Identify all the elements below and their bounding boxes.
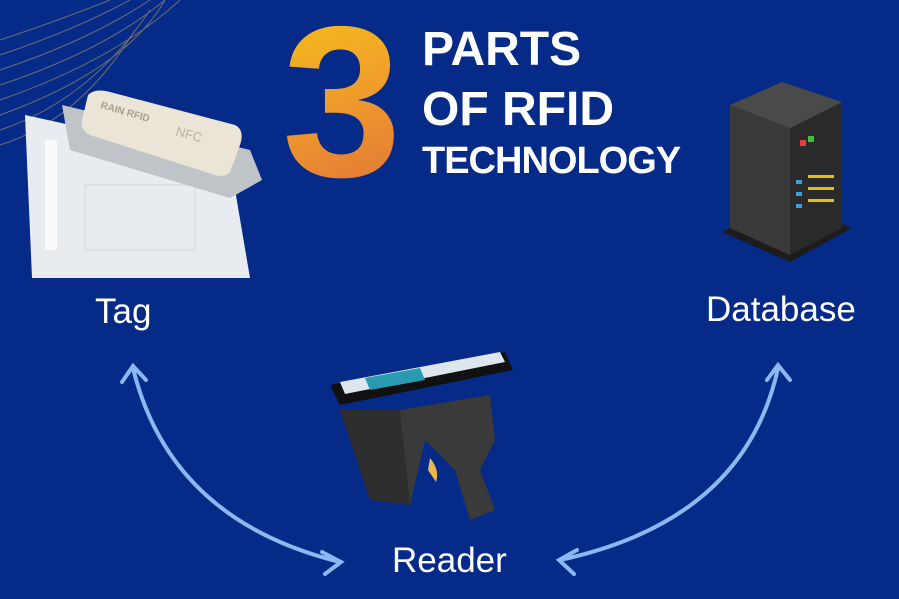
rfid-reader-image xyxy=(330,352,513,520)
tag-reader-arrow xyxy=(131,366,342,564)
arrowhead-database xyxy=(765,361,792,382)
title-line-1: PARTS xyxy=(422,23,582,76)
database-label: Database xyxy=(706,290,856,329)
arrowhead-reader-left xyxy=(320,550,345,576)
tag-label: Tag xyxy=(95,292,152,331)
tag-logo-nfc: NFC xyxy=(174,123,204,145)
title-number: 3 xyxy=(282,0,402,209)
arrowhead-tag xyxy=(120,362,148,384)
decorative-wave-lines xyxy=(0,0,181,146)
reader-label: Reader xyxy=(392,541,507,580)
rfid-tag-image: RAIN RFID NFC xyxy=(25,90,262,278)
title-line-2: OF RFID xyxy=(422,83,614,136)
arrowhead-reader-right xyxy=(555,548,579,576)
database-reader-arrow xyxy=(558,366,780,562)
title-line-3: TECHNOLOGY xyxy=(422,140,681,182)
database-server-image xyxy=(722,82,852,262)
